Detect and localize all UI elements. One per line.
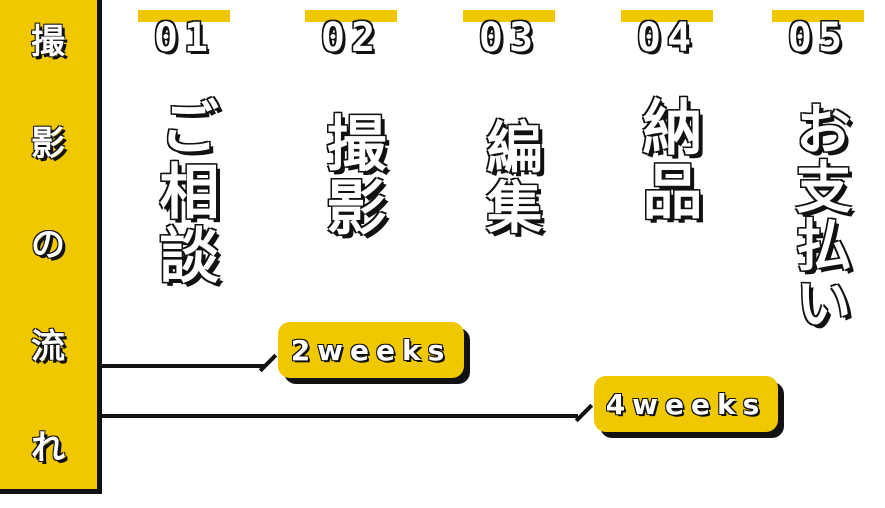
duration-badge: 4weeks <box>594 376 778 432</box>
duration-label: 4weeks <box>605 387 767 421</box>
step-label: 納品 <box>632 96 702 224</box>
step-label: お支払い <box>786 100 851 332</box>
flow-title-char: 影 <box>31 123 65 164</box>
step-tab <box>463 10 555 22</box>
step-tab <box>772 10 864 22</box>
flow-title: 撮 影 の 流 れ <box>0 25 97 465</box>
step-tab <box>621 10 713 22</box>
timeline-line <box>98 414 578 418</box>
timeline-line <box>98 364 264 368</box>
flow-title-char: 撮 <box>31 22 65 62</box>
timeline-connector <box>258 353 278 373</box>
step-number: 01 <box>153 15 215 61</box>
step-tab <box>305 10 397 22</box>
step-label: ご相談 <box>149 96 219 288</box>
flow-title-char: れ <box>31 428 65 468</box>
step-number: 02 <box>320 15 382 61</box>
step-tab <box>138 10 230 22</box>
step-label: 撮影 <box>316 112 386 240</box>
step-number: 04 <box>636 15 698 61</box>
flow-title-bar: 撮 影 の 流 れ <box>0 0 102 494</box>
flow-title-char: 流 <box>31 326 65 367</box>
duration-badge: 2weeks <box>278 322 464 378</box>
step-number: 05 <box>787 15 849 61</box>
timeline-connector <box>574 403 594 423</box>
step-label: 編集 <box>477 118 542 238</box>
step-number: 03 <box>478 15 540 61</box>
duration-label: 2weeks <box>290 333 452 367</box>
flow-title-char: の <box>31 225 65 265</box>
